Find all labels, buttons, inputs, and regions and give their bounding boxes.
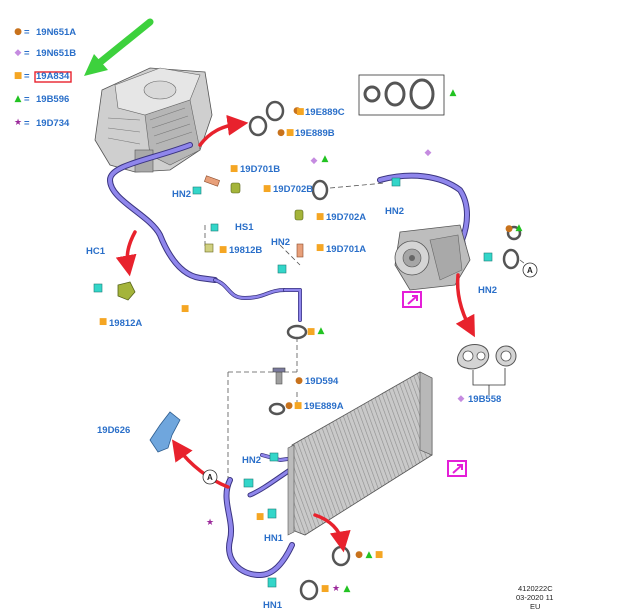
square-marker-icon: ■ (296, 107, 305, 117)
circle-marker-icon: ● (295, 376, 303, 386)
connector-label: HN2 (242, 455, 262, 466)
compressor (394, 224, 471, 291)
square-marker-icon: ■ (285, 128, 295, 138)
part-label: 19D701B (240, 164, 281, 175)
seals (248, 100, 522, 601)
diamond-marker-icon: ◆ (457, 394, 465, 404)
connector-label: HN1 (264, 533, 284, 544)
legend-triangle-icon: ▲ (14, 94, 22, 104)
green-arrow (84, 18, 154, 76)
part-label: 19D702A (326, 212, 367, 223)
detail-arrow-icon (447, 460, 467, 477)
triangle-marker-icon: ▲ (515, 223, 523, 233)
square-marker-icon: ■ (293, 401, 303, 411)
connector-label: HN2 (385, 206, 405, 217)
part-label: 19D701A (326, 244, 367, 255)
sensor-19812a (117, 281, 136, 301)
legend-circle-icon: ● (14, 27, 22, 37)
square-marker-icon: ■ (374, 550, 384, 560)
square-marker-icon: ■ (320, 584, 330, 594)
legend-equals: = (24, 71, 30, 82)
square-marker-icon: ■ (180, 304, 190, 314)
square-marker-icon: ■ (315, 212, 325, 222)
red-arrows (115, 114, 475, 553)
connector-label: HN2 (172, 189, 192, 200)
legend-star-icon: ★ (13, 118, 23, 128)
part-label: 19E889A (304, 401, 344, 412)
square-marker-icon: ■ (218, 245, 228, 255)
triangle-marker-icon: ▲ (365, 550, 373, 560)
part-label: 19E889C (305, 107, 345, 118)
legend-code: 19B596 (36, 94, 70, 105)
square-marker-icon: ■ (262, 184, 272, 194)
legend-code-highlighted: 19A834 (36, 71, 70, 82)
connector-label: HN2 (271, 237, 291, 248)
part-label: 19D626 (97, 425, 131, 436)
gaskets (457, 344, 517, 395)
part-label: 19812B (229, 245, 263, 256)
legend-diamond-icon: ◆ (14, 48, 22, 58)
legend-code: 19N651A (36, 27, 77, 38)
connector-label: HC1 (86, 246, 106, 257)
condenser (287, 371, 433, 536)
drawing-date: 03-2020 11 (516, 593, 554, 602)
circle-marker-icon: ● (285, 401, 293, 411)
drawing-region: EU (530, 602, 541, 611)
star-marker-icon: ★ (205, 518, 215, 528)
triangle-marker-icon: ▲ (317, 326, 325, 336)
refrigerant-lines (107, 142, 470, 578)
triangle-marker-icon: ▲ (449, 88, 457, 98)
diamond-marker-icon: ◆ (310, 156, 318, 166)
legend-equals: = (24, 48, 30, 59)
legend-code: 19D734 (36, 118, 70, 129)
triangle-marker-icon: ▲ (321, 154, 329, 164)
legend-equals: = (24, 94, 30, 105)
part-label: 19B558 (468, 394, 502, 405)
connector-label: HN2 (478, 285, 498, 296)
square-marker-icon: ■ (306, 327, 316, 337)
connectors (93, 177, 493, 588)
legend-equals: = (24, 27, 30, 38)
connector-label: HN1 (263, 600, 283, 611)
circle-marker-icon: ● (355, 550, 363, 560)
bracket (149, 411, 181, 453)
legend-code: 19N651B (36, 48, 77, 59)
legend-equals: = (24, 118, 30, 129)
valves-sensors (204, 175, 304, 385)
drawing-code: 4120222C (518, 584, 553, 593)
part-label: 19812A (109, 318, 143, 329)
star-marker-icon: ★ (331, 584, 341, 594)
diamond-marker-icon: ◆ (424, 148, 432, 158)
legend-square-icon: ■ (13, 71, 23, 81)
part-label: 19D702B (273, 184, 314, 195)
part-label: 19D594 (305, 376, 339, 387)
callout-a-label: A (207, 473, 213, 482)
circle-marker-icon: ● (277, 128, 285, 138)
detail-arrow-icon (402, 291, 422, 308)
callout-a-label: A (527, 266, 533, 275)
circle-marker-icon: ● (293, 106, 301, 116)
square-marker-icon: ■ (255, 512, 265, 522)
seal-kit (358, 74, 445, 116)
circle-marker-icon: ● (505, 224, 513, 234)
square-marker-icon: ■ (98, 317, 108, 327)
square-marker-icon: ■ (315, 243, 325, 253)
connector-label: HS1 (235, 222, 254, 233)
callout-circles (202, 262, 538, 485)
triangle-marker-icon: ▲ (343, 584, 351, 594)
part-label: 19E889B (295, 128, 335, 139)
highlight-box (34, 71, 72, 83)
square-marker-icon: ■ (229, 164, 239, 174)
